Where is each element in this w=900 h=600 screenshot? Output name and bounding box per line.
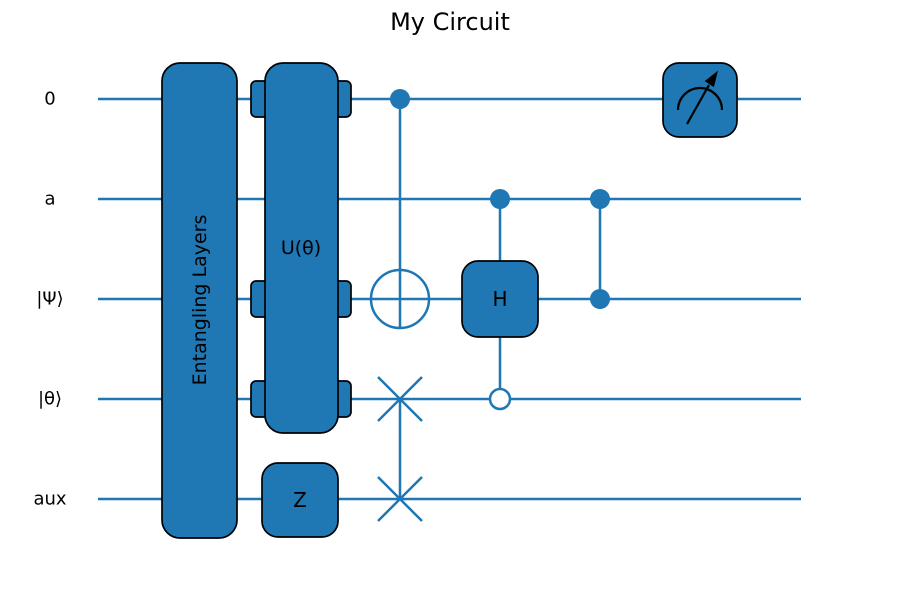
cnot-control-dot	[390, 89, 410, 109]
entangling-layers-box	[161, 62, 238, 539]
swap-cross-aux-icon	[377, 476, 423, 522]
wire-labels: 0 a |Ψ⟩ |θ⟩ aux	[33, 89, 66, 510]
swap-cross-theta-icon	[377, 376, 423, 422]
u-theta-label: U(θ)	[281, 237, 321, 259]
entangling-layers-gate: Entangling Layers	[161, 62, 238, 539]
wire-label-a: a	[44, 189, 55, 210]
measurement-gauge-icon	[676, 70, 724, 125]
u-theta-box	[264, 62, 339, 434]
figure-title: My Circuit	[390, 8, 510, 36]
z-label: Z	[293, 488, 307, 512]
controlled-h-control-dot	[490, 189, 510, 209]
cz-dot-psi	[590, 289, 610, 309]
cz-gate	[590, 189, 610, 309]
swap-gate	[377, 376, 423, 522]
cnot-gate	[369, 89, 431, 330]
controlled-h-open-control-icon	[488, 387, 512, 411]
cnot-target-icon	[369, 268, 431, 330]
h-box	[461, 260, 539, 338]
h-label: H	[492, 287, 507, 311]
wire-label-aux: aux	[33, 489, 66, 510]
z-gate: Z	[261, 462, 339, 538]
measurement-gate	[662, 62, 738, 138]
wire-label-psi: |Ψ⟩	[36, 289, 63, 310]
u-theta-gate: U(θ)	[250, 62, 352, 434]
controlled-h-gate: H	[461, 189, 539, 411]
entangling-layers-label: Entangling Layers	[189, 215, 211, 386]
z-box	[261, 462, 339, 538]
wire-label-0: 0	[44, 89, 55, 110]
wire-label-theta: |θ⟩	[38, 389, 62, 410]
cz-dot-a	[590, 189, 610, 209]
